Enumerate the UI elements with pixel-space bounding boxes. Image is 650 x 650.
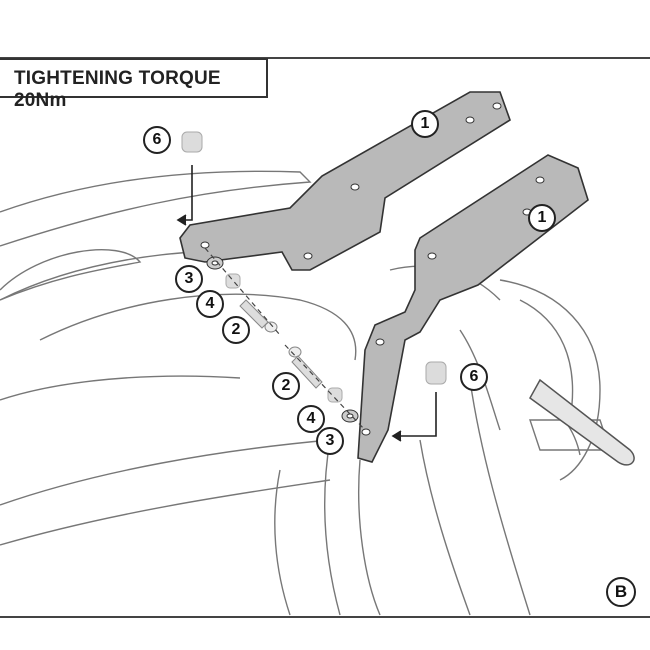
spacer-left bbox=[181, 131, 203, 153]
assembly-axis-right bbox=[284, 344, 366, 431]
callout-bracket-right: 1 bbox=[528, 204, 556, 232]
callout-spacer-left: 6 bbox=[143, 126, 171, 154]
callout-spacer-right: 6 bbox=[460, 363, 488, 391]
callout-bracket-top: 1 bbox=[411, 110, 439, 138]
callout-nut-right: 4 bbox=[297, 405, 325, 433]
figure-label-badge: B bbox=[606, 577, 636, 607]
callout-washer-right: 3 bbox=[316, 427, 344, 455]
fasteners-right bbox=[288, 346, 359, 423]
torque-title: TIGHTENING TORQUE 20Nm bbox=[14, 68, 221, 111]
callout-nut-left: 4 bbox=[196, 290, 224, 318]
torque-title-box: TIGHTENING TORQUE 20Nm bbox=[0, 58, 268, 111]
spacer-right bbox=[425, 361, 447, 385]
bracket-left-holes bbox=[200, 102, 502, 260]
arrow-spacer-right bbox=[391, 392, 437, 442]
callout-bolt-right: 2 bbox=[272, 372, 300, 400]
callout-washer-left: 3 bbox=[175, 265, 203, 293]
callout-bolt-left: 2 bbox=[222, 316, 250, 344]
assembly-axis-left bbox=[204, 247, 281, 336]
bracket-right bbox=[357, 154, 589, 463]
arrow-spacer-left bbox=[176, 165, 193, 226]
side-grab-tube bbox=[529, 378, 635, 466]
